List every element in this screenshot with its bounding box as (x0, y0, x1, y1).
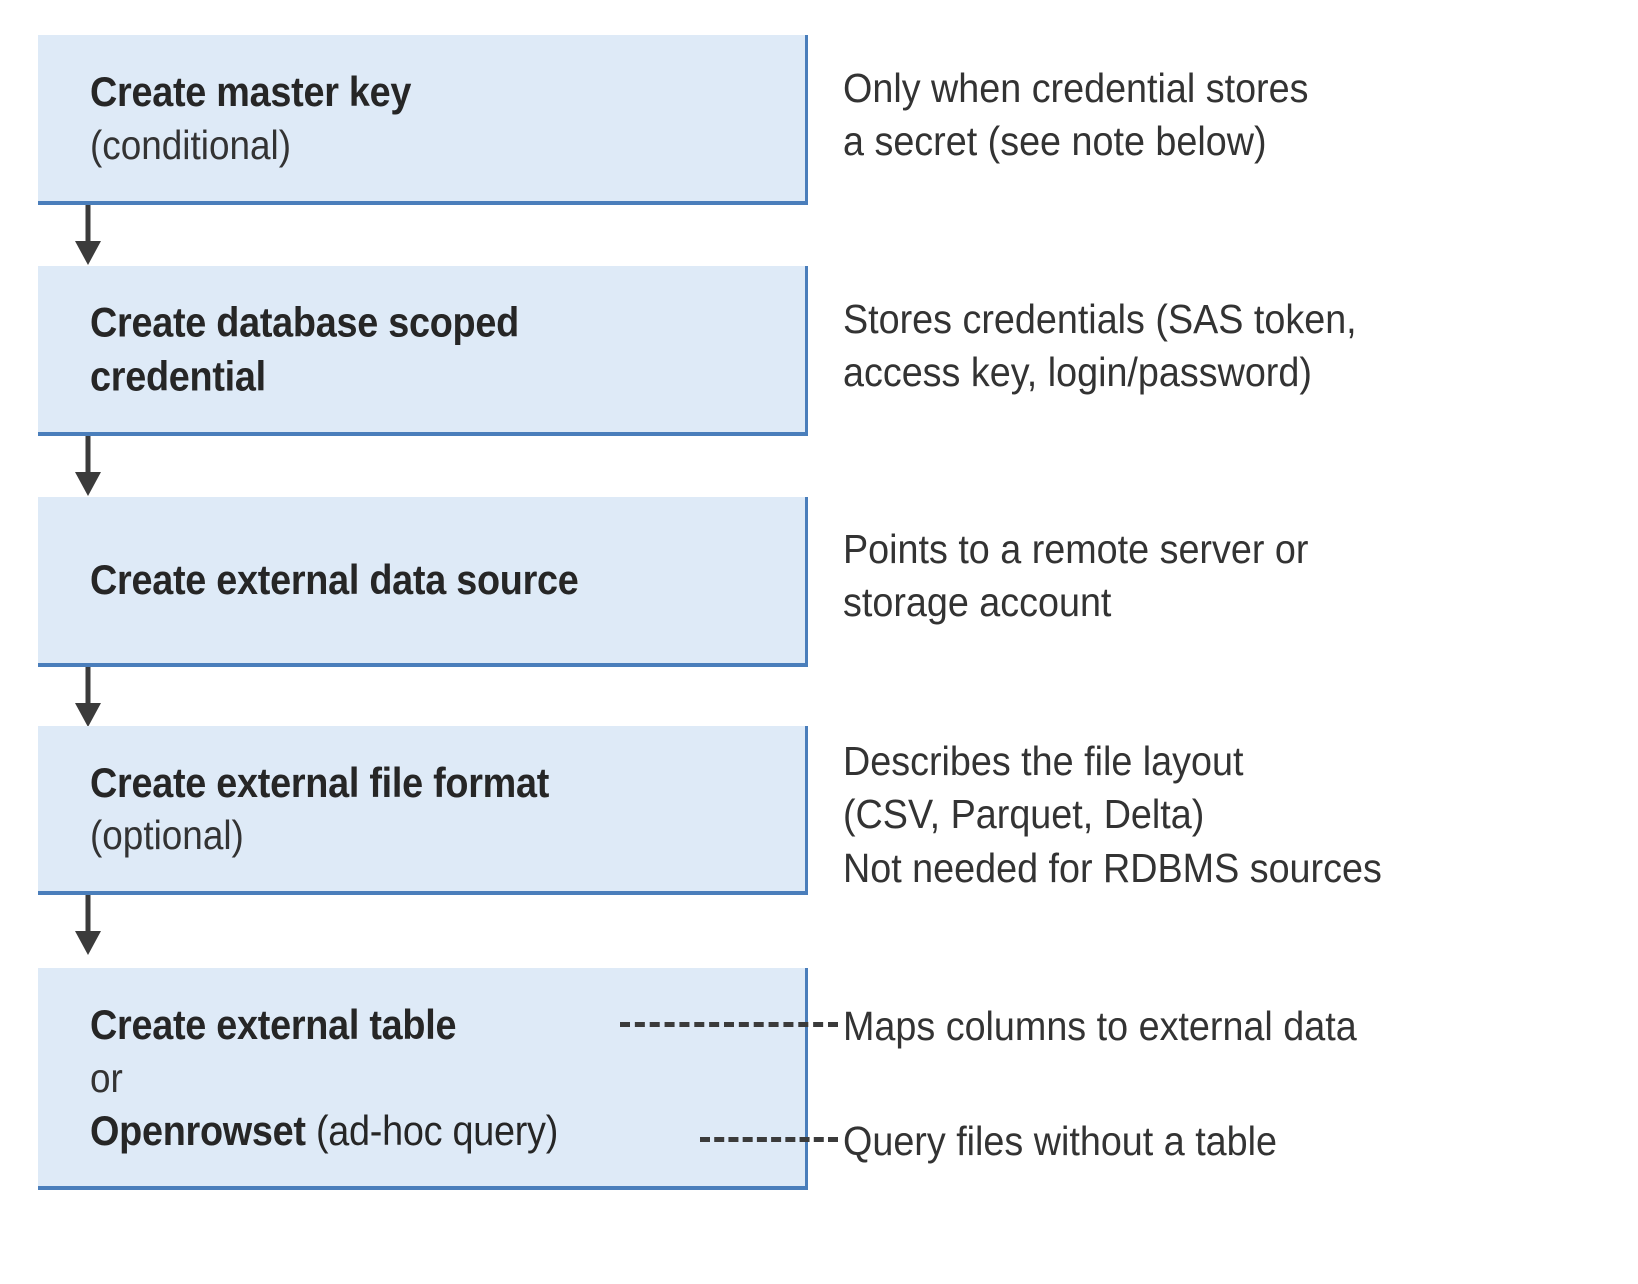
connector-arrow-1 (70, 205, 110, 272)
connector-arrow-3 (70, 667, 110, 734)
step-note-openrowset: Query files without a table (843, 1115, 1315, 1168)
step-box-content: Create database scoped credential (90, 295, 795, 403)
step-box-content: Create external table or Openrowset (ad-… (90, 998, 795, 1158)
step-note-external-table: Maps columns to external data (843, 1000, 1401, 1053)
openrowset-bold-text: Openrowset (90, 1107, 306, 1155)
step-subtitle: (optional) (90, 812, 244, 859)
step-note-create-master-key: Only when credential stores a secret (se… (843, 62, 1349, 169)
arrow-down-icon (75, 205, 101, 265)
connector-arrow-4 (70, 895, 110, 962)
note-line: Not needed for RDBMS sources (843, 844, 1382, 891)
note-line: (CSV, Parquet, Delta) (843, 791, 1205, 838)
step-title: Create external table (90, 1001, 457, 1048)
step-box-create-database-scoped-credential: Create database scoped credential (38, 266, 808, 436)
step-box-create-external-file-format: Create external file format (optional) (38, 726, 808, 895)
dashed-connector-external-table (620, 1022, 838, 1027)
step-box-create-external-table-or-openrowset: Create external table or Openrowset (ad-… (38, 968, 808, 1190)
step-title: Create external data source (90, 556, 579, 604)
step-box-content: Create external file format (optional) (90, 755, 795, 861)
note-line: access key, login/password) (843, 349, 1312, 396)
note-line: Only when credential stores (843, 65, 1309, 111)
step-title-line-2: credential (90, 352, 266, 399)
step-title-line-1: Create database scoped (90, 298, 519, 346)
step-box-content: Create external data source (90, 553, 795, 607)
step-title: Create master key (90, 67, 412, 115)
step-box-content: Create master key (conditional) (90, 65, 795, 171)
arrow-down-icon (75, 895, 101, 955)
step-note-create-external-file-format: Describes the file layout (CSV, Parquet,… (843, 735, 1429, 895)
step-box-create-master-key: Create master key (conditional) (38, 35, 808, 205)
note-line: Points to a remote server or (843, 526, 1309, 572)
openrowset-rest-text: (ad-hoc query) (305, 1107, 559, 1155)
arrow-down-icon (75, 667, 101, 727)
dashed-connector-openrowset (700, 1137, 838, 1142)
step-title: Create external file format (90, 758, 550, 806)
connector-arrow-2 (70, 436, 110, 503)
note-line: Maps columns to external data (843, 1003, 1357, 1049)
arrow-down-icon (75, 436, 101, 496)
step-or-label: or (90, 1054, 123, 1101)
step-title-openrowset: Openrowset (ad-hoc query) (90, 1104, 725, 1158)
step-subtitle: (conditional) (90, 121, 292, 168)
note-line: Query files without a table (843, 1118, 1278, 1164)
step-note-create-external-data-source: Points to a remote server or storage acc… (843, 523, 1349, 630)
note-line: Describes the file layout (843, 738, 1244, 784)
note-line: Stores credentials (SAS token, (843, 296, 1357, 342)
note-line: storage account (843, 579, 1112, 626)
step-note-create-database-scoped-credential: Stores credentials (SAS token, access ke… (843, 293, 1401, 400)
step-box-create-external-data-source: Create external data source (38, 497, 808, 667)
note-line: a secret (see note below) (843, 118, 1267, 165)
